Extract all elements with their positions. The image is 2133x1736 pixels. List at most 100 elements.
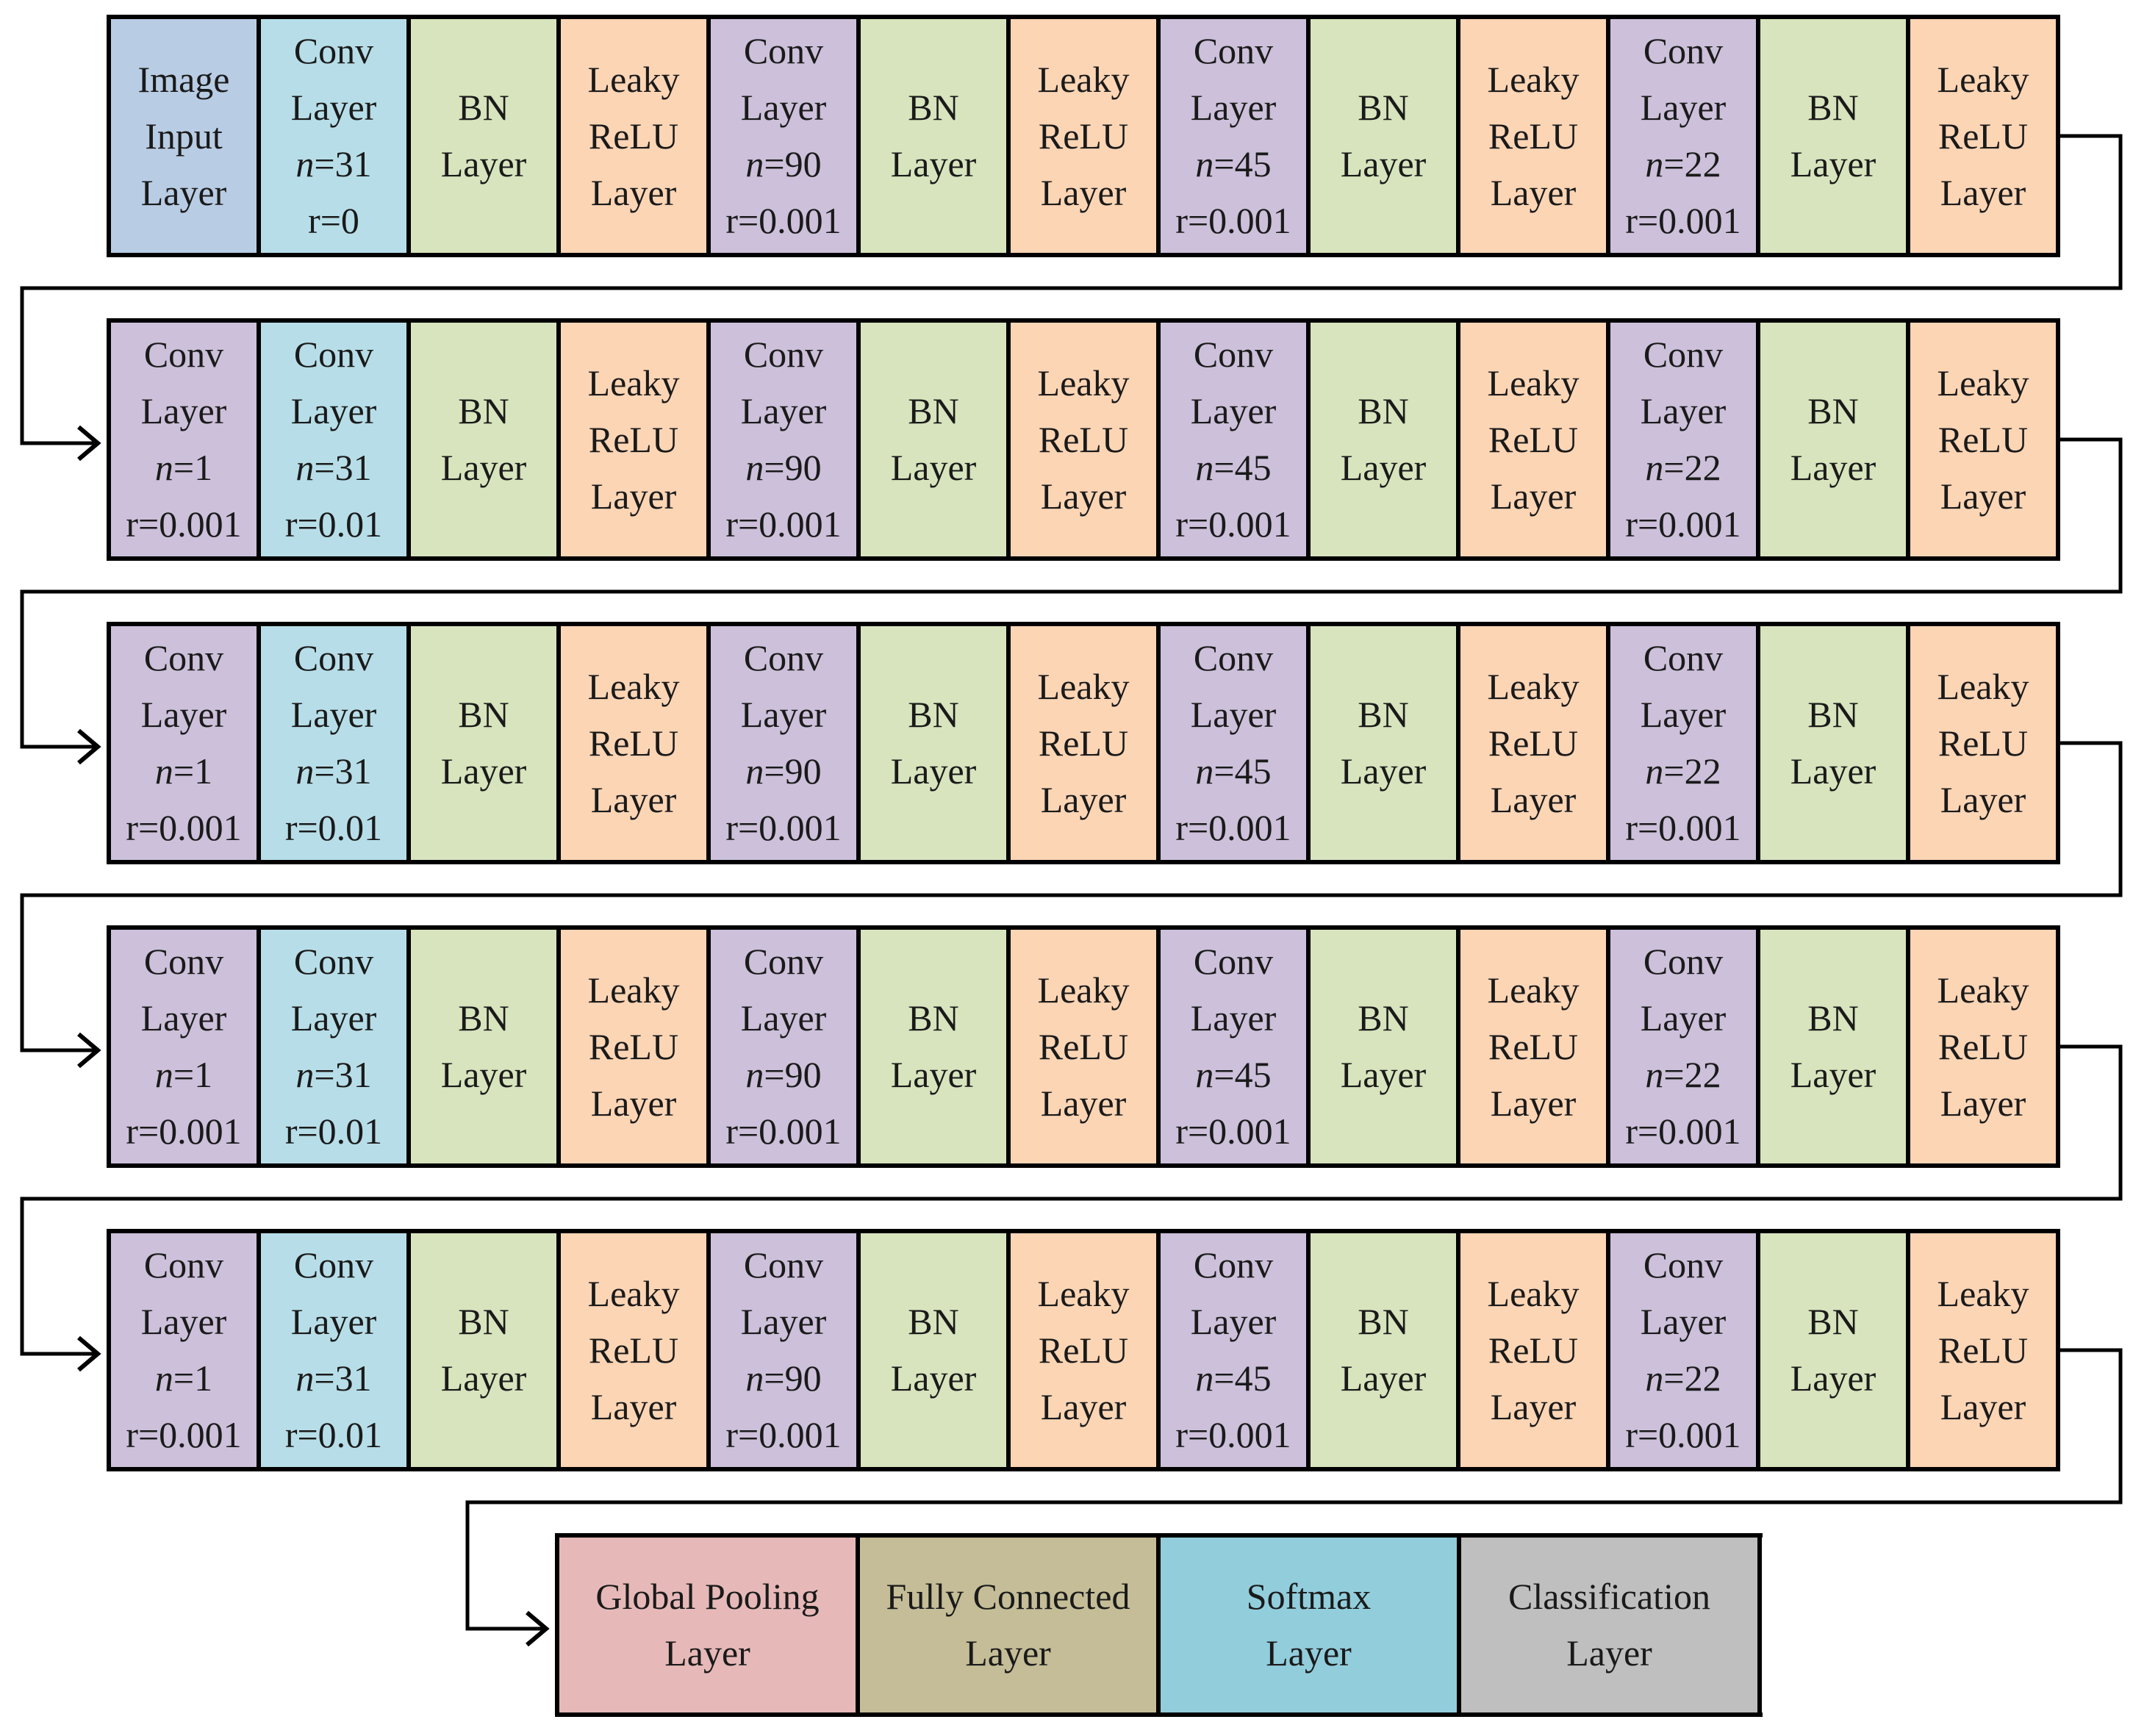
filter-count-equals: =	[1663, 447, 1685, 488]
layer-label-line: Conv	[743, 334, 824, 375]
layer-label-line: Leaky	[1487, 969, 1580, 1011]
filter-count: n=90	[745, 136, 821, 193]
layer-label-line: Leaky	[1037, 969, 1130, 1011]
filter-count-symbol: n	[745, 1357, 764, 1399]
layer-label-line: Layer	[140, 171, 227, 213]
regularization-value: r=0.001	[1175, 807, 1291, 848]
filter-count-equals: =	[1214, 750, 1235, 792]
regularization-value: r=0.01	[284, 1414, 383, 1455]
regularization-value: r=0.01	[284, 503, 383, 545]
layer-label-line: ReLU	[1937, 115, 2029, 157]
layer-label-line: Layer	[1490, 171, 1577, 213]
filter-count-equals: =	[764, 447, 785, 488]
layer-label-line: Layer	[890, 447, 977, 488]
regularization-value: r=0.001	[126, 807, 242, 848]
layer-label-line: Image	[137, 58, 230, 100]
layer-label-line: Leaky	[1037, 1272, 1130, 1314]
layer-label-line: Leaky	[1037, 665, 1130, 707]
layer-label-line: Layer	[590, 1082, 677, 1124]
layer-label-line: Leaky	[587, 665, 680, 707]
filter-count-equals: =	[1663, 1054, 1685, 1095]
layer-label-line: Leaky	[1487, 665, 1580, 707]
arrow-head-icon	[77, 1335, 101, 1372]
filter-count: n=31	[295, 136, 371, 193]
layer-label-line: ReLU	[1488, 115, 1579, 157]
layer-label-line: Layer	[1566, 1632, 1652, 1674]
filter-count-value: 22	[1684, 1054, 1721, 1095]
layer-label-line: Layer	[1040, 778, 1127, 820]
layer-label-line: Leaky	[1487, 362, 1580, 403]
layer-label-line: Layer	[1490, 475, 1577, 517]
layer-label-line: Layer	[1940, 171, 2026, 213]
layer-label-line: Layer	[1940, 1082, 2026, 1124]
filter-count: n=45	[1195, 1350, 1271, 1407]
layer-label-line: Leaky	[587, 58, 680, 100]
layer-label-line: Conv	[143, 1244, 224, 1285]
layer-label-line: Layer	[590, 475, 677, 517]
filter-count-symbol: n	[1195, 143, 1214, 184]
filter-count: n=22	[1645, 440, 1721, 496]
layer-label-line: BN	[908, 87, 959, 128]
filter-count-equals: =	[173, 1054, 195, 1095]
layer-label-line: Layer	[440, 1357, 527, 1399]
layer-label-line: Layer	[1640, 694, 1727, 735]
filter-count-symbol: n	[1645, 1357, 1664, 1399]
filter-count-value: 45	[1234, 750, 1272, 792]
layer-label-line: Conv	[143, 941, 224, 982]
layer-label-line: ReLU	[1038, 722, 1129, 764]
layer-label-line: BN	[1358, 390, 1409, 431]
row-connector-line	[20, 741, 2123, 1052]
layer-label-line: Input	[145, 115, 223, 157]
filter-count-symbol: n	[154, 750, 173, 792]
filter-count-value: 90	[784, 1357, 822, 1399]
filter-count: n=22	[1645, 1350, 1721, 1407]
layer-label-line: Conv	[1193, 334, 1274, 375]
filter-count-symbol: n	[745, 1054, 764, 1095]
filter-count-value: 1	[194, 1054, 213, 1095]
layer-label-line: Layer	[890, 143, 977, 184]
layer-label-line: BN	[1807, 1301, 1859, 1342]
filter-count-equals: =	[1663, 143, 1685, 184]
layer-label-line: BN	[1358, 87, 1409, 128]
filter-count-equals: =	[173, 750, 195, 792]
layer-label-line: Conv	[1643, 637, 1724, 678]
layer-label-line: Layer	[664, 1632, 750, 1674]
filter-count-symbol: n	[1195, 447, 1214, 488]
filter-count-equals: =	[314, 750, 335, 792]
layer-label-line: ReLU	[588, 115, 679, 157]
regularization-value: r=0.001	[725, 200, 842, 241]
filter-count: n=31	[295, 1350, 371, 1407]
filter-count-equals: =	[764, 1357, 785, 1399]
layer-label-line: Leaky	[1937, 665, 2029, 707]
filter-count: n=1	[155, 440, 212, 496]
layer-label-line: Layer	[740, 87, 827, 128]
filter-count-symbol: n	[295, 447, 315, 488]
filter-count-value: 31	[334, 1054, 372, 1095]
layer-label-line: Leaky	[1487, 1272, 1580, 1314]
layer-label-line: BN	[1807, 390, 1859, 431]
layer-label-line: Layer	[1040, 1385, 1127, 1427]
filter-count: n=22	[1645, 136, 1721, 193]
layer-label-line: Conv	[1643, 941, 1724, 982]
filter-count: n=90	[745, 440, 821, 496]
layer-label-line: Leaky	[1937, 362, 2029, 403]
filter-count-symbol: n	[154, 1054, 173, 1095]
arrow-head-icon	[77, 728, 101, 765]
row-connector-line	[20, 1044, 2123, 1356]
